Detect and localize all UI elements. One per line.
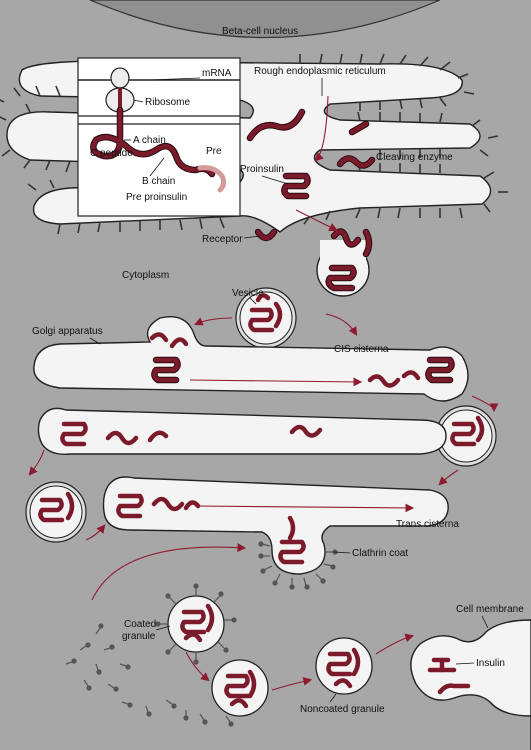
a-chain-label: A chain	[133, 135, 166, 146]
noncoated-label: Noncoated granule	[300, 704, 385, 715]
rough-er	[0, 53, 508, 235]
transport-vesicle	[235, 287, 297, 349]
cell-membrane-label: Cell membrane	[456, 604, 524, 615]
ribosome-label: Ribosome	[145, 97, 190, 108]
vesicle-label: Vesicle	[232, 288, 264, 299]
coated-granule-label-2: granule	[122, 631, 156, 642]
noncoated-granule-2	[315, 637, 373, 695]
cleaving-enzyme-label: Cleaving enzyme	[376, 152, 453, 163]
vesicle-left	[25, 481, 87, 543]
golgi-label: Golgi apparatus	[32, 326, 103, 337]
nucleus	[89, 0, 441, 39]
scattered-clathrin	[65, 623, 234, 727]
trans-cisterna	[102, 476, 449, 575]
noncoated-granule-1	[211, 659, 269, 717]
coated-granule	[155, 583, 237, 665]
coated-granule-label-1: Coated	[124, 619, 156, 630]
inset-box	[77, 57, 241, 217]
clathrin-label: Clathrin coat	[352, 548, 408, 559]
cis-label: CIS cisterna	[334, 344, 389, 355]
pre-label: Pre	[206, 146, 222, 157]
medial-cisterna	[37, 407, 447, 455]
mrna-label: mRNA	[202, 68, 232, 79]
proinsulin-label: Proinsulin	[240, 164, 284, 175]
nucleus-label: Beta-cell nucleus	[222, 26, 298, 37]
vesicle-right	[435, 405, 497, 467]
pre-proinsulin-label: Pre proinsulin	[126, 192, 187, 203]
clathrin-coat	[258, 541, 338, 590]
receptor-label: Receptor	[202, 234, 243, 245]
b-chain-label: B chain	[142, 176, 175, 187]
c-peptide-label: C peptide	[90, 148, 133, 159]
insulin-label: Insulin	[476, 658, 505, 669]
cytoplasm-label: Cytoplasm	[122, 270, 169, 281]
bud-proinsulin	[325, 264, 357, 292]
cell-membrane	[410, 619, 531, 750]
rer-label: Rough endoplasmic reticulum	[254, 66, 386, 77]
trans-label: Trans cisterna	[396, 519, 459, 530]
er-peptides	[246, 108, 376, 258]
